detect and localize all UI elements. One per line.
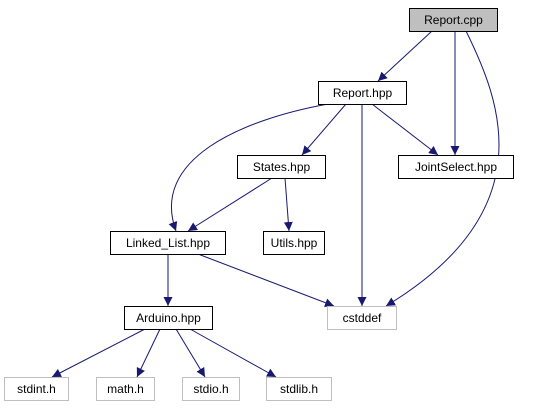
edge-arduino-hpp-to-math-h (136, 328, 161, 378)
edge-arduino-hpp-to-stdint-h (51, 328, 146, 378)
node-box (318, 81, 407, 105)
node-box (110, 231, 226, 255)
node-label: Report.hpp (333, 86, 393, 100)
node-box (263, 231, 325, 255)
node-box (327, 306, 397, 330)
node-math-h: math.h (96, 377, 155, 401)
node-label: Arduino.hpp (136, 311, 201, 325)
node-utils-hpp[interactable]: Utils.hpp (263, 231, 325, 255)
edge-report-hpp-to-jointselect-hpp (371, 103, 439, 156)
node-box (237, 155, 326, 179)
node-label: stdint.h (17, 382, 56, 396)
node-box (182, 377, 240, 401)
node-label: States.hpp (253, 160, 311, 174)
node-box (266, 377, 332, 401)
edge-report-hpp-to-linked-list-hpp (168, 103, 329, 232)
node-stdlib-h: stdlib.h (266, 377, 332, 401)
node-label: Report.cpp (424, 13, 483, 27)
node-linked-list-hpp[interactable]: Linked_List.hpp (110, 231, 226, 255)
node-report-hpp[interactable]: Report.hpp (318, 81, 407, 105)
node-label: math.h (107, 382, 144, 396)
node-box (96, 377, 155, 401)
node-label: stdio.h (193, 382, 228, 396)
node-arduino-hpp[interactable]: Arduino.hpp (124, 306, 213, 330)
node-states-hpp[interactable]: States.hpp (237, 155, 326, 179)
edge-states-hpp-to-utils-hpp (283, 177, 293, 232)
edge-arduino-hpp-to-stdlib-h (189, 328, 277, 378)
node-cstddef: cstddef (327, 306, 397, 330)
node-label: cstddef (343, 311, 382, 325)
edge-arduino-hpp-to-stdio-h (175, 328, 206, 378)
node-jointselect-hpp[interactable]: JointSelect.hpp (398, 155, 514, 179)
edge-report-hpp-to-states-hpp (301, 103, 347, 156)
node-box (398, 155, 514, 179)
node-label: Linked_List.hpp (126, 236, 210, 250)
node-box (4, 377, 69, 401)
node-stdint-h: stdint.h (4, 377, 69, 401)
node-box (409, 8, 498, 32)
node-label: Utils.hpp (271, 236, 318, 250)
node-label: JointSelect.hpp (415, 160, 497, 174)
node-box (124, 306, 213, 330)
node-report-cpp[interactable]: Report.cpp (409, 8, 498, 32)
edge-states-hpp-to-linked-list-hpp (187, 177, 273, 232)
node-stdio-h: stdio.h (182, 377, 240, 401)
edge-linked-list-hpp-to-cstddef (197, 253, 335, 307)
edge-report-cpp-to-report-hpp (377, 30, 433, 82)
node-label: stdlib.h (280, 382, 318, 396)
edges-layer (51, 30, 500, 378)
